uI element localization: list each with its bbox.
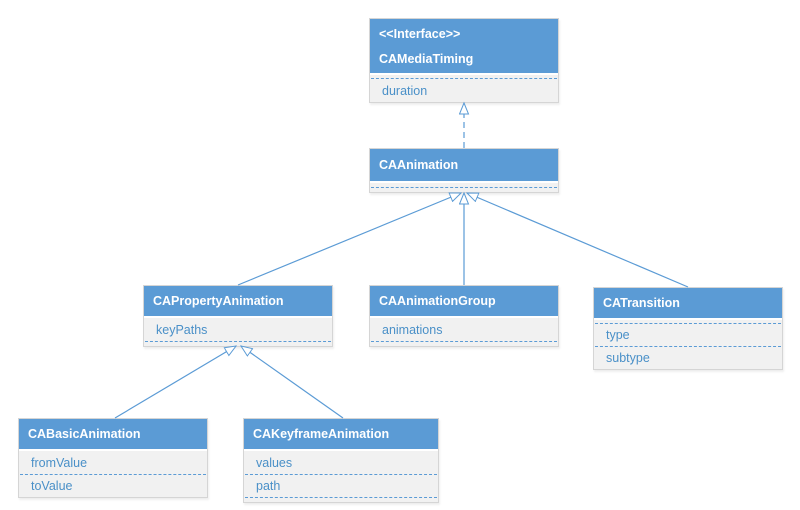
- attribute: fromValue: [31, 456, 88, 470]
- attribute-separator: [20, 474, 206, 475]
- attribute-separator: [595, 323, 781, 324]
- class-name: CAMediaTiming: [379, 52, 474, 66]
- spacer: [144, 342, 332, 346]
- class-box-cakeyframeanimation[interactable]: CAKeyframeAnimation values path: [243, 418, 439, 503]
- class-attribute-section: [370, 183, 558, 192]
- class-name: CAKeyframeAnimation: [253, 427, 390, 441]
- class-attribute-section: duration: [370, 75, 558, 102]
- class-box-caanimation[interactable]: CAAnimation: [369, 148, 559, 193]
- attribute-separator: [245, 474, 437, 475]
- class-name: CAAnimationGroup: [379, 294, 496, 308]
- generalization-arrow-catransition-to-caanimation[interactable]: [467, 192, 689, 288]
- class-attribute-section: animations: [370, 318, 558, 346]
- class-box-capropertyanimation[interactable]: CAPropertyAnimation keyPaths: [143, 285, 333, 347]
- attribute: animations: [382, 323, 443, 337]
- class-header: CAPropertyAnimation: [144, 286, 332, 318]
- spacer: [244, 498, 438, 502]
- class-box-cabasicanimation[interactable]: CABasicAnimation fromValue toValue: [18, 418, 208, 498]
- class-header: CABasicAnimation: [19, 419, 207, 451]
- class-name: CATransition: [603, 296, 680, 310]
- attribute: path: [256, 479, 281, 493]
- generalization-arrow-capropertyanimation-to-caanimation[interactable]: [237, 192, 461, 286]
- stereotype-label: <<Interface>>: [379, 27, 461, 41]
- class-attribute-section: keyPaths: [144, 318, 332, 346]
- class-box-caanimationgroup[interactable]: CAAnimationGroup animations: [369, 285, 559, 347]
- class-header: CAAnimation: [370, 149, 558, 183]
- spacer: [370, 342, 558, 346]
- attribute: values: [256, 456, 293, 470]
- attribute-separator: [595, 346, 781, 347]
- class-header: CAAnimationGroup: [370, 286, 558, 318]
- attribute: duration: [382, 84, 428, 98]
- spacer: [370, 188, 558, 192]
- class-header: CAKeyframeAnimation: [244, 419, 438, 451]
- attribute: toValue: [31, 479, 73, 493]
- class-header: CATransition: [594, 288, 782, 320]
- generalization-arrow-cabasicanimation-to-capropertyanimation[interactable]: [114, 346, 236, 419]
- attribute-separator: [371, 187, 557, 188]
- class-name: CAAnimation: [379, 158, 459, 172]
- class-name: CABasicAnimation: [28, 427, 141, 441]
- class-name: CAPropertyAnimation: [153, 294, 284, 308]
- attribute-separator: [245, 497, 437, 498]
- generalization-arrow-cakeyframeanimation-to-capropertyanimation[interactable]: [241, 346, 344, 419]
- class-header: <<Interface>> CAMediaTiming: [370, 19, 558, 75]
- attribute: subtype: [606, 351, 650, 365]
- attribute: type: [606, 328, 630, 342]
- class-box-camediatiming[interactable]: <<Interface>> CAMediaTiming duration: [369, 18, 559, 103]
- class-attribute-section: fromValue toValue: [19, 451, 207, 497]
- class-attribute-section: values path: [244, 451, 438, 502]
- class-box-catransition[interactable]: CATransition type subtype: [593, 287, 783, 370]
- attribute-separator: [371, 341, 557, 342]
- attribute-separator: [145, 341, 331, 342]
- attribute: keyPaths: [156, 323, 208, 337]
- attribute-separator: [371, 78, 557, 79]
- class-attribute-section: type subtype: [594, 320, 782, 369]
